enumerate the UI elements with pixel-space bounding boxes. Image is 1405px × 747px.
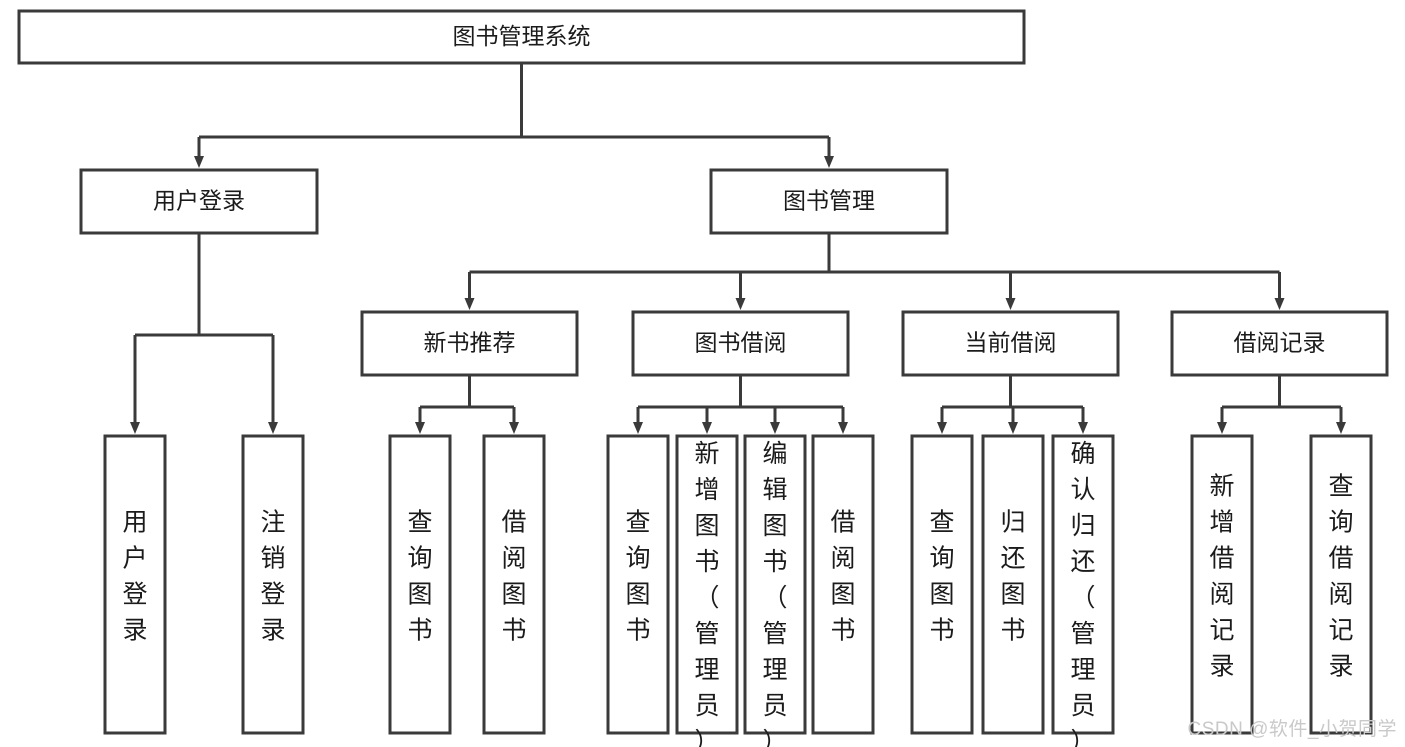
node-box (910, 434, 974, 735)
node-box (709, 168, 949, 235)
node-归还图书-leaf[interactable]: 归还图书 (981, 434, 1045, 735)
node-box (743, 434, 807, 735)
node-用户登录-leaf[interactable]: 用户登录 (103, 434, 167, 735)
node-label: 借阅记录 (1234, 330, 1326, 356)
node-当前借阅-group[interactable]: 当前借阅 (901, 310, 1120, 377)
node-label: 查询图书 (625, 509, 650, 645)
node-查询图书-leaf[interactable]: 查询图书 (606, 434, 670, 735)
node-查询借阅记录-leaf[interactable]: 查询借阅记录 (1309, 434, 1373, 735)
node-用户登录-level2[interactable]: 用户登录 (79, 168, 319, 235)
node-box (1051, 434, 1115, 735)
node-label: 注销登录 (260, 509, 285, 645)
node-label: 新增借阅记录 (1209, 473, 1234, 681)
node-label: 当前借阅 (965, 330, 1057, 356)
node-图书借阅-group[interactable]: 图书借阅 (631, 310, 850, 377)
node-box (388, 434, 452, 735)
node-box (241, 434, 305, 735)
node-label: 借阅图书 (830, 509, 855, 645)
node-借阅图书-leaf[interactable]: 借阅图书 (811, 434, 875, 735)
node-注销登录-leaf[interactable]: 注销登录 (241, 434, 305, 735)
node-label: 借阅图书 (501, 509, 526, 645)
node-图书管理系统-root[interactable]: 图书管理系统 (17, 9, 1026, 65)
node-label: 确认归还（管理员） (1070, 440, 1095, 747)
node-box (360, 310, 579, 377)
node-box (482, 434, 546, 735)
node-label: 图书管理 (783, 188, 875, 214)
node-box (631, 310, 850, 377)
node-box (606, 434, 670, 735)
watermark-text: CSDN @软件_小贺同学 (1187, 719, 1397, 740)
node-label: 编辑图书（管理员） (762, 440, 787, 747)
nodes-layer: 图书管理系统用户登录用户登录注销登录图书管理新书推荐查询图书借阅图书图书借阅查询… (17, 9, 1389, 747)
node-box (1309, 434, 1373, 735)
node-box (79, 168, 319, 235)
node-label: 图书管理系统 (453, 23, 591, 49)
node-label: 用户登录 (122, 509, 147, 645)
node-确认归还管理员-leaf[interactable]: 确认归还（管理员） (1051, 434, 1115, 747)
node-label: 归还图书 (1000, 509, 1025, 645)
node-label: 图书借阅 (695, 330, 787, 356)
node-box (1190, 434, 1254, 735)
node-box (1170, 310, 1389, 377)
node-编辑图书管理员-leaf[interactable]: 编辑图书（管理员） (743, 434, 807, 747)
node-新增借阅记录-leaf[interactable]: 新增借阅记录 (1190, 434, 1254, 735)
node-box (901, 310, 1120, 377)
node-box (103, 434, 167, 735)
node-label: 查询图书 (407, 509, 432, 645)
node-label: 查询图书 (929, 509, 954, 645)
node-新增图书管理员-leaf[interactable]: 新增图书（管理员） (675, 434, 739, 747)
node-查询图书-leaf[interactable]: 查询图书 (388, 434, 452, 735)
node-label: 查询借阅记录 (1328, 473, 1353, 681)
node-图书管理-level2[interactable]: 图书管理 (709, 168, 949, 235)
node-label: 新增图书（管理员） (694, 440, 719, 747)
node-label: 用户登录 (153, 188, 245, 214)
node-box (811, 434, 875, 735)
node-label: 新书推荐 (424, 330, 516, 356)
node-查询图书-leaf[interactable]: 查询图书 (910, 434, 974, 735)
node-box (17, 9, 1026, 65)
node-借阅图书-leaf[interactable]: 借阅图书 (482, 434, 546, 735)
node-借阅记录-group[interactable]: 借阅记录 (1170, 310, 1389, 377)
node-box (981, 434, 1045, 735)
connectors-layer (130, 63, 1346, 434)
node-新书推荐-group[interactable]: 新书推荐 (360, 310, 579, 377)
node-box (675, 434, 739, 735)
